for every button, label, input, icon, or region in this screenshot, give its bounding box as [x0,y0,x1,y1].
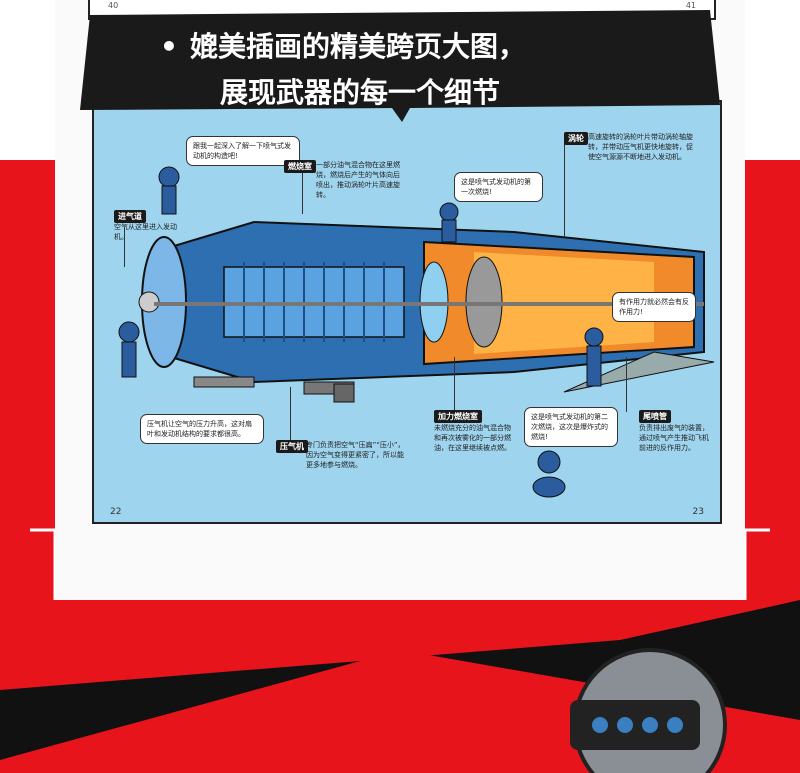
afterburner-description: 未燃烧充分的油气混合物和再次被雾化的一部分燃油，在这里继续被点燃。 [434,424,511,452]
headline-banner: • 媲美插画的精美跨页大图， 展现武器的每一个细节 [80,10,720,122]
nozzle-tag: 尾喷管 [639,410,671,423]
leader-line [454,357,455,412]
combustor-tag: 燃烧室 [284,160,316,173]
engine-spread: 跟我一起深入了解一下喷气式发动机的构造吧! 进气道 空气从这里进入发动机。 燃烧… [92,100,722,524]
bullet-icon: • [160,30,178,63]
page-number-left: 40 [108,1,119,10]
compressor-speech-bubble: 压气机让空气的压力升高，这对扇叶和发动机结构的要求都很高。 [140,414,264,444]
second-burn-speech-bubble: 这是喷气式发动机的第二次燃烧，这次是爆炸式的燃烧! [524,407,618,447]
headline-line-2: 展现武器的每一个细节 [220,76,501,109]
combustor-description: 一部分油气混合物在这里燃烧，燃烧后产生的气体向后喷出，推动涡轮叶片高速旋转。 [316,161,400,199]
leader-line [124,227,125,267]
compressor-description: 专门负责把空气“压扁”“压小”，因为空气变得更紧密了，所以能更多地参与燃烧。 [306,441,405,469]
first-burn-speech-bubble: 这是喷气式发动机的第一次燃烧! [454,172,543,202]
inlet-description: 空气从这里进入发动机。 [114,223,177,241]
leader-line [564,137,565,237]
afterburner-tag: 加力燃烧室 [434,410,482,423]
jet-engine-illustration [118,166,715,498]
leader-line [626,357,627,412]
spread-page-number-right: 23 [692,507,704,517]
compressor-tag: 压气机 [276,440,308,453]
turbine-tag: 涡轮 [564,132,588,145]
turbine-description: 高速旋转的涡轮叶片带动涡轮轴旋转，并带动压气机更快地旋转，促使空气源源不断地进入… [588,133,693,161]
inlet-tag: 进气道 [114,210,146,223]
intro-speech-bubble: 跟我一起深入了解一下喷气式发动机的构造吧! [186,136,300,166]
reaction-speech-bubble: 有作用力就必然会有反作用力! [612,292,696,322]
banner-shape [80,10,720,122]
leader-line [290,387,291,442]
spread-page-number-left: 22 [110,507,122,517]
nozzle-description: 负责排出废气的装置，通过喷气产生推动飞机前进的反作用力。 [639,424,709,452]
page-number-right: 41 [685,1,696,10]
leader-line [302,164,303,214]
headline-line-1: 媲美插画的精美跨页大图， [190,30,527,63]
